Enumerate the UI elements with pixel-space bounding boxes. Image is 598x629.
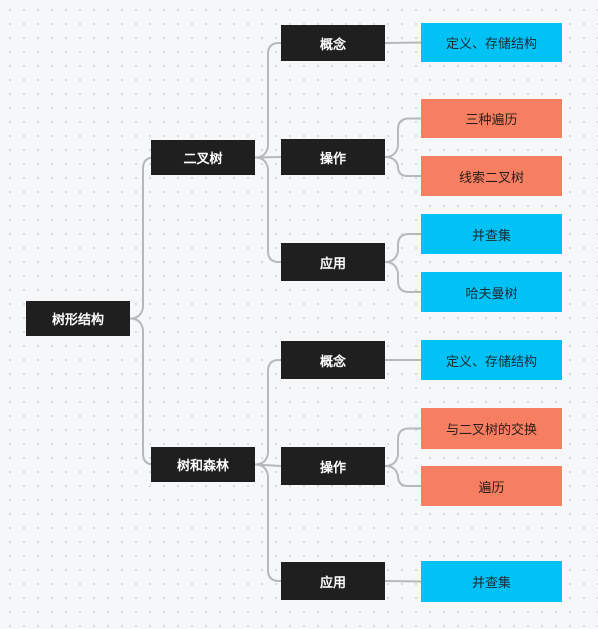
connector-root-binary-tree <box>129 156 155 320</box>
topic-node-tree-forest-application[interactable]: 应用 <box>281 562 385 600</box>
leaf-node[interactable]: 并查集 <box>421 561 562 602</box>
connector-tree-forest-concept <box>254 359 281 466</box>
connector-root-tree-forest <box>129 317 155 466</box>
leaf-node[interactable]: 定义、存储结构 <box>421 23 562 62</box>
connector-tree-forest-application <box>254 463 281 582</box>
leaf-node[interactable]: 并查集 <box>421 214 562 254</box>
connector-leaf <box>384 41 422 44</box>
leaf-node[interactable]: 哈夫曼树 <box>421 272 562 312</box>
topic-node-binary-tree-application[interactable]: 应用 <box>281 243 385 281</box>
root-node[interactable]: 树形结构 <box>26 301 130 336</box>
topic-node-binary-tree-operation[interactable]: 操作 <box>281 139 385 175</box>
connector-leaf <box>384 465 421 487</box>
connector-binary-tree-application <box>254 156 281 263</box>
connector-leaf <box>384 580 422 583</box>
connector-leaf <box>384 427 421 467</box>
leaf-node[interactable]: 三种遍历 <box>421 99 562 138</box>
leaf-node[interactable]: 定义、存储结构 <box>421 340 562 380</box>
connector-leaf <box>384 261 421 293</box>
connector-leaf <box>384 156 421 177</box>
branch-node-binary-tree[interactable]: 二叉树 <box>151 140 255 175</box>
leaf-node[interactable]: 与二叉树的交换 <box>421 408 562 449</box>
connector-binary-tree-concept <box>254 42 281 159</box>
connector-leaf <box>384 233 421 263</box>
topic-node-binary-tree-concept[interactable]: 概念 <box>281 25 385 61</box>
branch-node-tree-forest[interactable]: 树和森林 <box>151 447 255 482</box>
topic-node-tree-forest-concept[interactable]: 概念 <box>281 341 385 379</box>
leaf-node[interactable]: 线索二叉树 <box>421 156 562 196</box>
leaf-node[interactable]: 遍历 <box>421 466 562 506</box>
connector-leaf <box>384 117 421 158</box>
topic-node-tree-forest-operation[interactable]: 操作 <box>281 447 385 485</box>
